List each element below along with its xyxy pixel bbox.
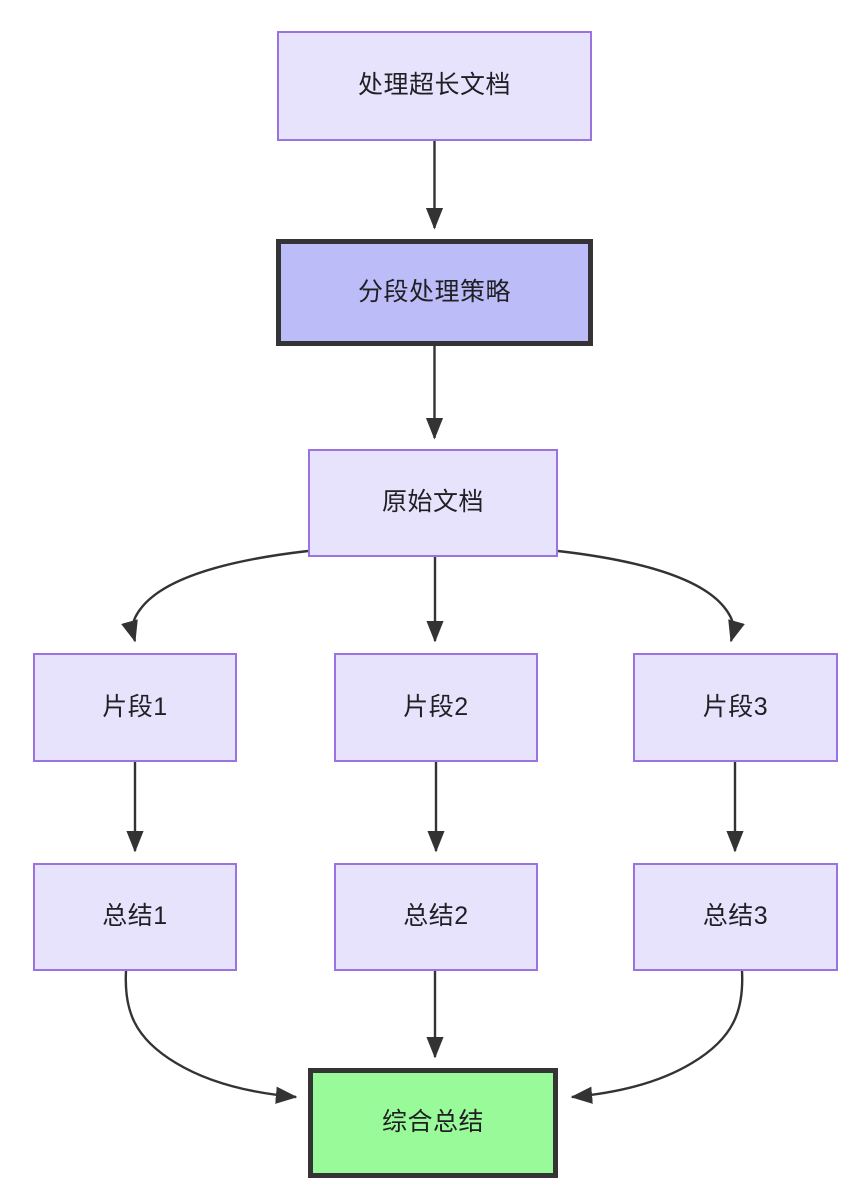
node-chunk-3-label: 片段3 — [702, 692, 769, 721]
edge-summary3-final — [570, 970, 744, 1104]
edge-summary1-final — [124, 970, 298, 1104]
node-source-document-label: 原始文档 — [381, 488, 484, 517]
node-root-label: 处理超长文档 — [357, 71, 511, 100]
node-chunk-3[interactable]: 片段3 — [633, 653, 838, 762]
node-summary-3-label: 总结3 — [702, 902, 769, 931]
node-summary-3[interactable]: 总结3 — [633, 863, 838, 971]
node-chunk-2[interactable]: 片段2 — [334, 653, 538, 762]
node-summary-1[interactable]: 总结1 — [33, 863, 237, 971]
node-final-summary-label: 综合总结 — [381, 1108, 484, 1137]
edge-source-chunk3 — [557, 549, 745, 643]
node-source-document[interactable]: 原始文档 — [308, 449, 558, 557]
node-summary-2[interactable]: 总结2 — [334, 863, 538, 971]
node-chunk-1[interactable]: 片段1 — [33, 653, 237, 762]
node-summary-1-label: 总结1 — [102, 902, 168, 931]
node-strategy-label: 分段处理策略 — [357, 277, 511, 306]
node-chunk-1-label: 片段1 — [102, 692, 168, 721]
node-final-summary[interactable]: 综合总结 — [308, 1068, 558, 1178]
node-root[interactable]: 处理超长文档 — [277, 31, 592, 141]
node-strategy[interactable]: 分段处理策略 — [276, 239, 593, 346]
edge-source-chunk1 — [121, 549, 309, 643]
node-chunk-2-label: 片段2 — [403, 692, 469, 721]
node-summary-2-label: 总结2 — [403, 902, 469, 931]
